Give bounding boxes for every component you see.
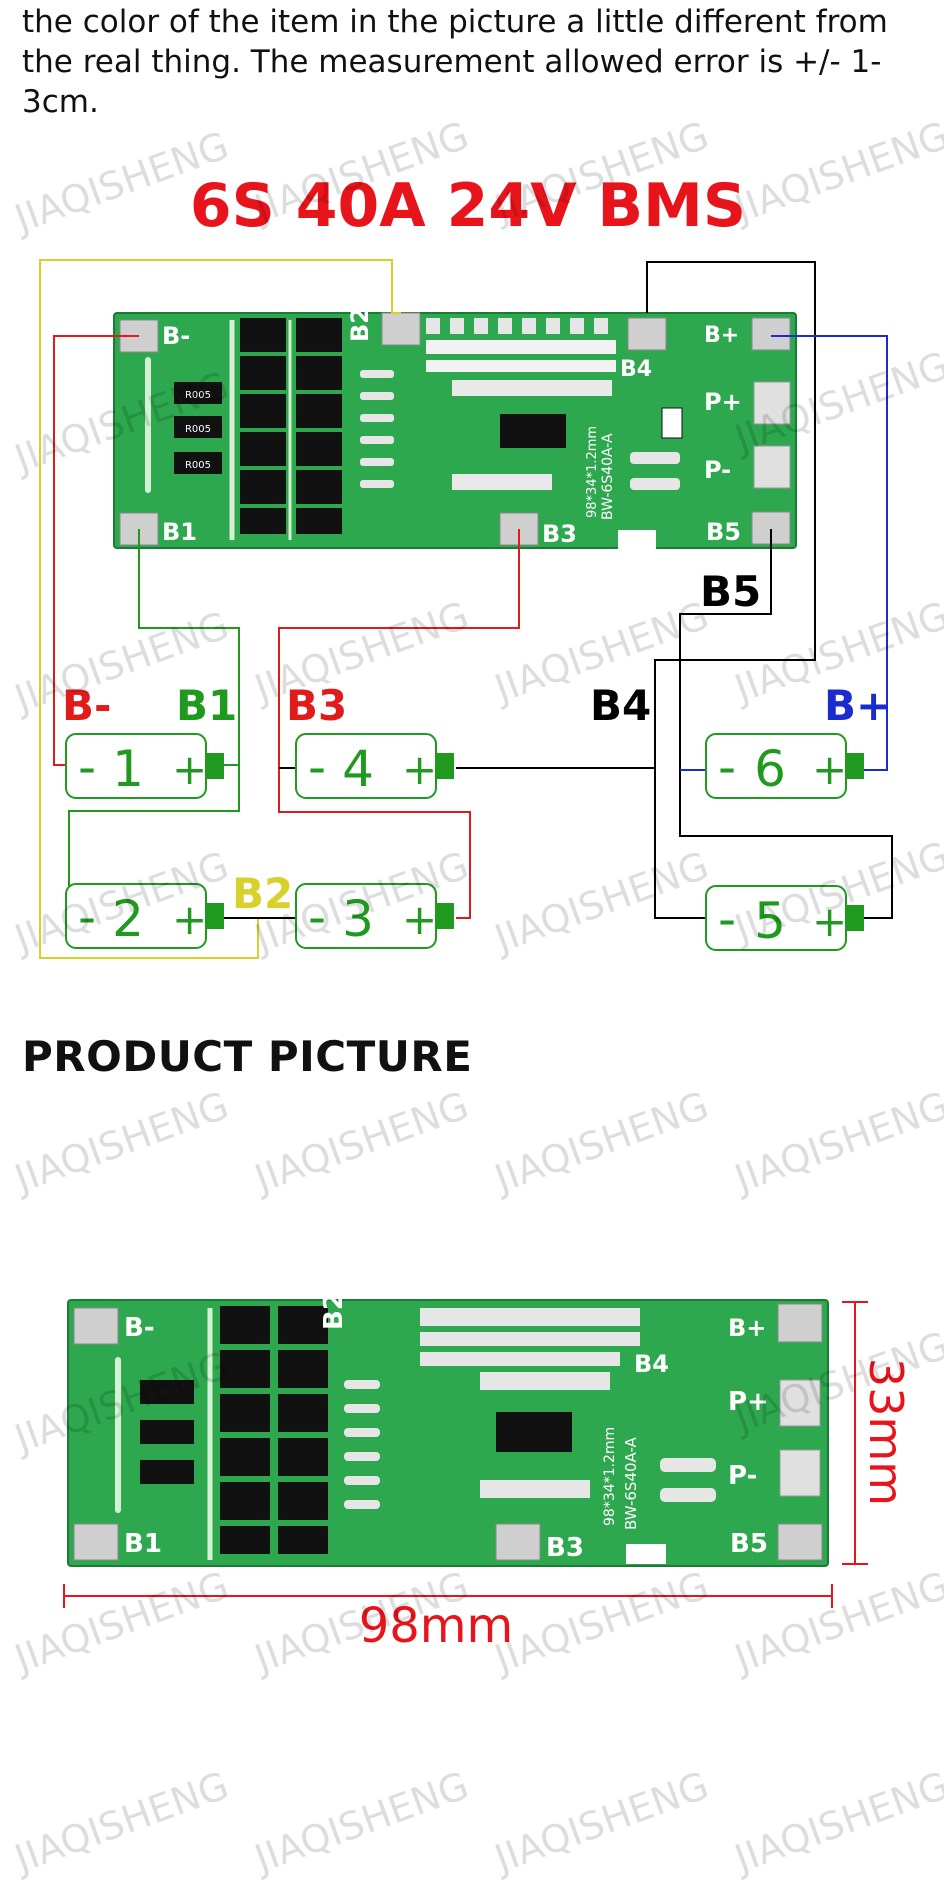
battery-cell-2: - 2 +	[65, 883, 224, 949]
wiring	[39, 259, 893, 959]
svg-text:98*34*1.2mm: 98*34*1.2mm	[602, 1427, 618, 1526]
label-b-minus: B-	[62, 681, 111, 730]
shunt-resistors: R005 R005 R005	[174, 382, 222, 474]
bms-wiring-diagram: 6S 40A 24V BMS R005 R	[39, 171, 913, 1654]
silk-b-plus: B+	[704, 323, 739, 348]
svg-text:B+: B+	[728, 1314, 766, 1342]
svg-text:+: +	[172, 745, 207, 794]
label-b1: B1	[176, 681, 237, 730]
bms-board-product: B- B1 B3 B4 B+ P+ P- B5 B2 BW-6S40A-A 98…	[67, 1292, 829, 1567]
silk-b2: B2	[346, 307, 374, 342]
svg-text:3: 3	[342, 890, 374, 948]
silk-b-minus: B-	[162, 322, 190, 350]
pad-b2	[381, 312, 421, 346]
battery-cell-3: - 3 +	[295, 883, 454, 949]
silk-b5: B5	[706, 518, 741, 546]
pad-p-minus	[753, 445, 791, 489]
silk-board-size: 98*34*1.2mm	[585, 426, 600, 518]
svg-text:B5: B5	[730, 1529, 768, 1559]
silk-p-minus: P-	[704, 456, 731, 484]
wire-b-plus	[771, 335, 888, 771]
svg-text:BW-6S40A-A: BW-6S40A-A	[622, 1436, 640, 1530]
battery-cell-4: - 4 +	[295, 733, 454, 799]
svg-text:B3: B3	[546, 1533, 584, 1563]
pad-b-plus	[751, 317, 791, 351]
svg-text:+: +	[402, 745, 437, 794]
svg-text:2: 2	[112, 890, 144, 948]
product-picture-heading: PRODUCT PICTURE	[22, 1032, 473, 1081]
label-b-plus: B+	[824, 681, 891, 730]
svg-text:B4: B4	[634, 1350, 669, 1378]
battery-cells: - 1 + - 4 + - 6 + - 2 +	[65, 733, 864, 951]
svg-text:-: -	[78, 888, 96, 946]
wire-b2	[39, 259, 401, 959]
svg-text:5: 5	[754, 892, 786, 950]
wire-b4	[646, 261, 816, 919]
wire-b5	[679, 529, 893, 919]
width-dimension-label: 98mm	[359, 1598, 514, 1654]
mosfet-array	[240, 318, 342, 534]
svg-text:+: +	[402, 895, 437, 944]
wire-b3	[278, 529, 520, 919]
svg-text:P-: P-	[728, 1461, 757, 1491]
board-jumper	[661, 407, 683, 439]
wire-b1	[68, 529, 240, 906]
dimension-lines	[63, 1301, 868, 1608]
label-b5: B5	[700, 567, 761, 616]
svg-text:-: -	[718, 890, 736, 948]
silk-b3: B3	[542, 520, 577, 548]
svg-text:R005: R005	[185, 424, 211, 435]
battery-cell-6: - 6 +	[705, 733, 864, 799]
silk-board-marking: BW-6S40A-A	[600, 433, 616, 520]
diagram-title: 6S 40A 24V BMS	[190, 171, 746, 241]
pad-p-plus	[753, 381, 791, 425]
intro-text: the color of the item in the picture a l…	[22, 4, 888, 120]
silk-p-plus: P+	[704, 388, 742, 416]
bms-ic-chip	[500, 414, 566, 448]
svg-text:-: -	[308, 738, 326, 796]
svg-text:R005: R005	[185, 390, 211, 401]
svg-text:1: 1	[112, 740, 144, 798]
label-b4: B4	[590, 681, 651, 730]
silk-b4: B4	[620, 357, 652, 382]
svg-text:B2: B2	[319, 1292, 349, 1330]
smd-components	[360, 318, 680, 550]
svg-text:+: +	[812, 745, 847, 794]
height-dimension-label: 33mm	[859, 1358, 913, 1506]
svg-text:B-: B-	[124, 1313, 155, 1343]
svg-text:6: 6	[754, 740, 786, 798]
bms-board-top: R005 R005 R005 B- B1 B2 B3 B4 B+ P	[113, 307, 797, 550]
battery-cell-1: - 1 +	[65, 733, 224, 799]
pad-b4	[627, 317, 667, 351]
label-b2: B2	[232, 869, 293, 918]
silk-b1: B1	[162, 518, 197, 546]
svg-text:P+: P+	[728, 1387, 769, 1417]
svg-text:R005: R005	[185, 460, 211, 471]
svg-text:+: +	[812, 897, 847, 946]
svg-text:-: -	[78, 738, 96, 796]
svg-text:-: -	[718, 738, 736, 796]
battery-cell-5: - 5 +	[705, 885, 864, 951]
svg-text:+: +	[172, 895, 207, 944]
wire-b-minus	[53, 335, 139, 766]
svg-text:-: -	[308, 888, 326, 946]
label-b3: B3	[286, 681, 347, 730]
svg-text:B1: B1	[124, 1529, 162, 1559]
svg-text:4: 4	[342, 740, 374, 798]
